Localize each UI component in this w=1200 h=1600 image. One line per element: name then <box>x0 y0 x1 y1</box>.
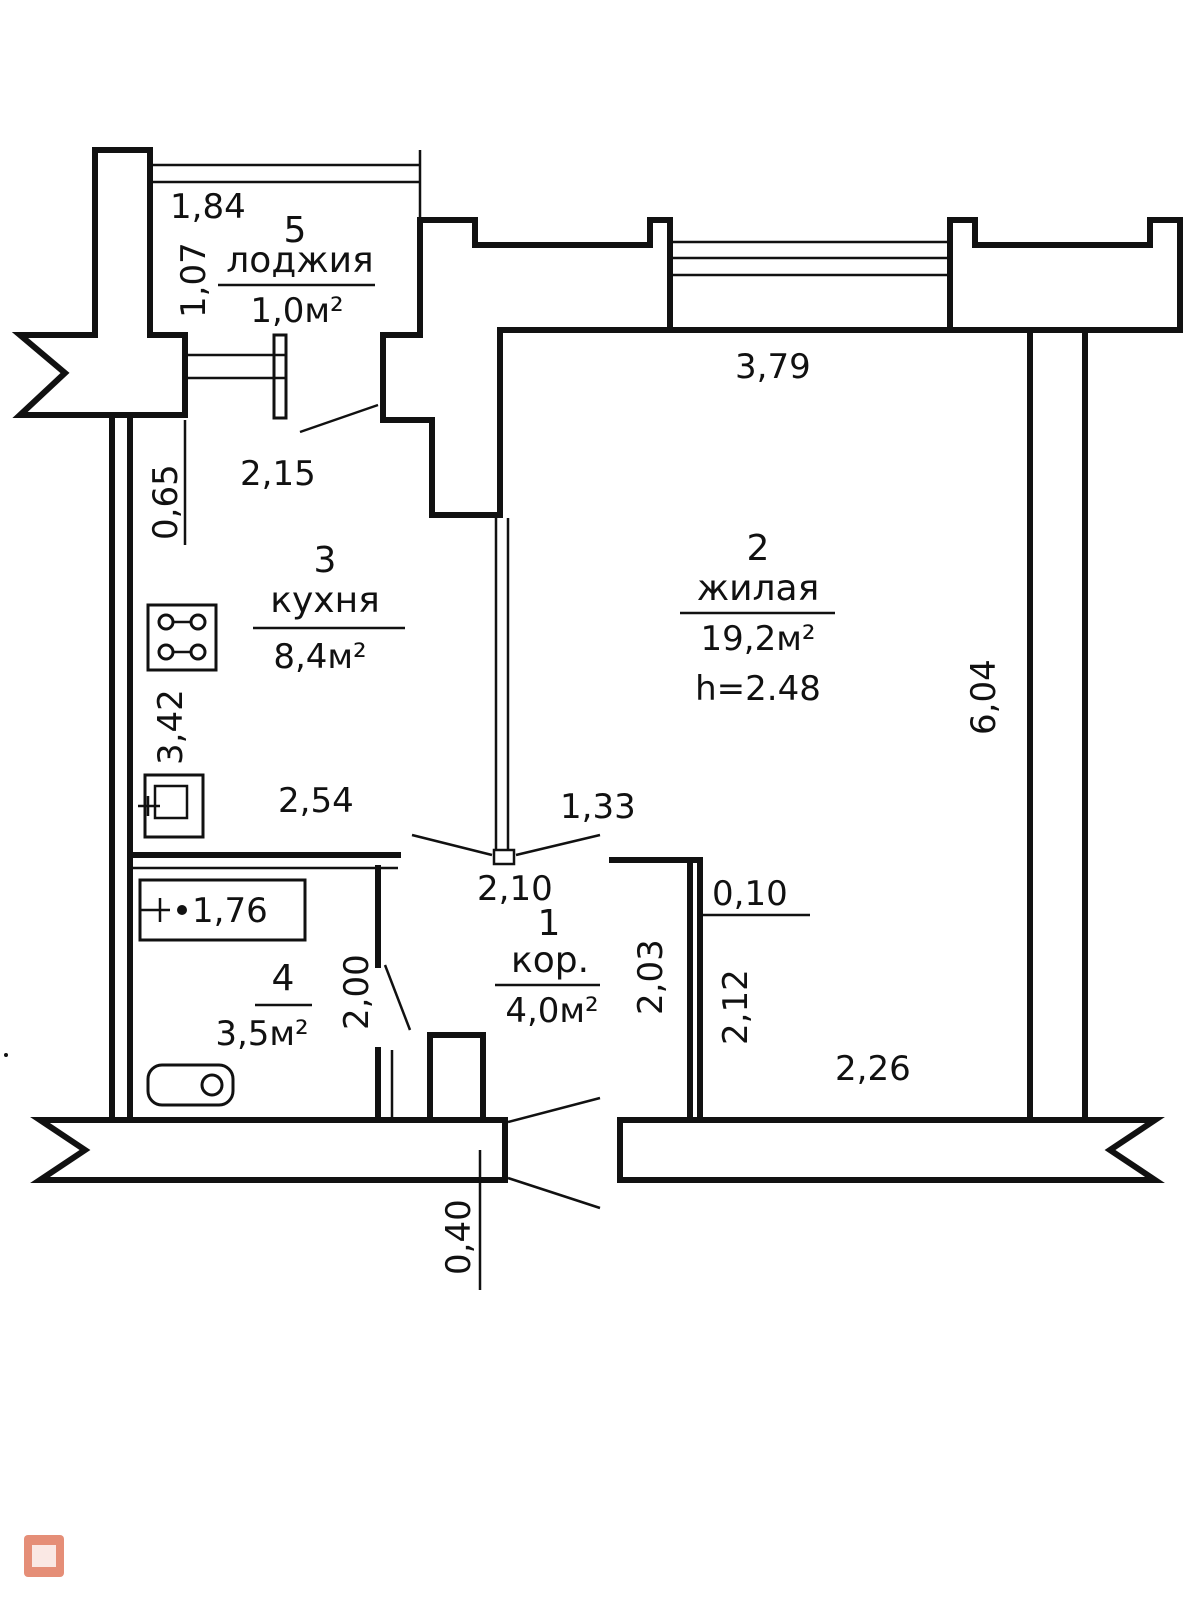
dim-living-length: 6,04 <box>964 659 1004 735</box>
wall-kitchen-partition-end <box>492 848 516 866</box>
dim-entry-0-40: 0,40 <box>439 1199 479 1275</box>
loggia-door-frame <box>272 333 288 420</box>
dim-loggia-width: 1,84 <box>170 187 246 227</box>
door-entry-swing-a <box>507 1096 601 1124</box>
room-1-number: 1 <box>538 903 561 944</box>
dim-kitchen-width: 2,54 <box>278 781 354 821</box>
room-5-area: 1,0м² <box>250 291 343 331</box>
sink-icon <box>138 773 205 839</box>
toilet-icon <box>146 1063 235 1107</box>
stray-dot <box>4 1053 8 1057</box>
room-labels: 5 лоджия 1,0м² 3 кухня 8,4м² 2 жилая 19,… <box>215 210 835 1054</box>
dim-wall-0-10: 0,10 <box>712 874 788 914</box>
dim-hall-3: 2,03 <box>631 939 671 1015</box>
dim-living-bottom: 2,26 <box>835 1049 911 1089</box>
window-loggia-top <box>150 150 422 220</box>
room-3-area: 8,4м² <box>273 637 366 677</box>
room-5-name: лоджия <box>226 240 373 281</box>
room-2-name: жилая <box>697 568 820 609</box>
agency-logo-icon <box>24 1535 64 1577</box>
fixtures <box>138 603 307 1107</box>
windows <box>150 150 950 434</box>
dim-bath-tub: 1,76 <box>192 891 268 931</box>
wall-living-outline <box>497 327 1033 1123</box>
room-1-area: 4,0м² <box>505 991 598 1031</box>
dim-kitchen-length: 3,42 <box>151 689 191 765</box>
bathtub-icon <box>138 878 307 942</box>
room-5-number: 5 <box>284 210 307 251</box>
wall-entry-pier <box>427 1032 486 1123</box>
dim-living-lower: 2,12 <box>716 969 756 1045</box>
dim-loggia-depth: 1,07 <box>174 242 214 318</box>
wall-loggia-left <box>11 147 188 418</box>
door-kitchen-swing <box>411 833 493 857</box>
door-living-swing <box>515 833 601 857</box>
door-entry-swing-b <box>507 1176 601 1210</box>
dimension-lines <box>183 420 810 1290</box>
loggia-door-swing <box>299 403 379 434</box>
wall-partition-hall <box>609 857 703 1123</box>
dim-hall-2: 2,10 <box>477 869 553 909</box>
dim-hall-1: 1,33 <box>560 787 636 827</box>
room-3-number: 3 <box>314 540 337 581</box>
dim-kitchen-pier: 0,65 <box>146 464 186 540</box>
wall-bottom-left <box>30 1117 508 1183</box>
dim-bath-height: 2,00 <box>337 954 377 1030</box>
dim-kitchen-window: 2,15 <box>240 454 316 494</box>
room-2-area: 19,2м² <box>701 619 816 659</box>
dimension-labels: 1,84 1,07 3,79 2,15 0,65 3,42 6,04 2,54 … <box>146 187 1004 1275</box>
window-living-top <box>670 240 950 277</box>
room-4-area: 3,5м² <box>215 1014 308 1054</box>
door-bath-swing <box>383 964 412 1031</box>
room-2-height: h=2.48 <box>695 669 821 709</box>
window-loggia-side <box>185 353 285 380</box>
room-3-name: кухня <box>270 580 380 621</box>
wall-center-upper <box>380 217 673 518</box>
stove-icon <box>146 603 218 672</box>
room-1-name: кор. <box>511 940 589 981</box>
walls <box>11 147 1183 1183</box>
dim-living-width: 3,79 <box>735 347 811 387</box>
wall-bottom-right <box>617 1117 1165 1183</box>
wall-right-tower <box>947 217 1183 333</box>
door-swings <box>383 833 601 1210</box>
room-4-number: 4 <box>272 958 295 999</box>
room-2-number: 2 <box>747 528 770 569</box>
